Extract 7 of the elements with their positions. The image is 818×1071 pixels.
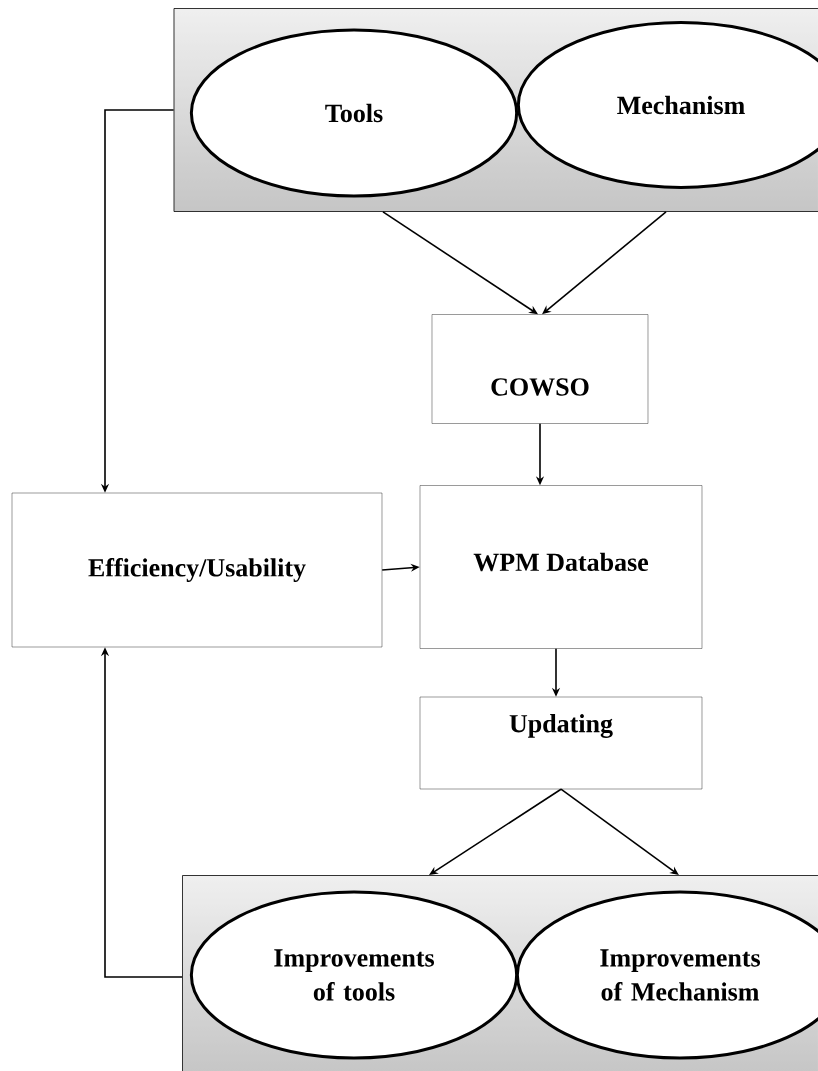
process-box: WPM Database bbox=[419, 485, 703, 649]
process-box: Efficiency/Usability bbox=[11, 492, 383, 648]
process-box: Updating bbox=[419, 696, 703, 790]
process-box: COWSO bbox=[431, 314, 649, 424]
arrow bbox=[382, 211, 538, 315]
panel bbox=[182, 875, 818, 1071]
panel bbox=[173, 8, 818, 212]
